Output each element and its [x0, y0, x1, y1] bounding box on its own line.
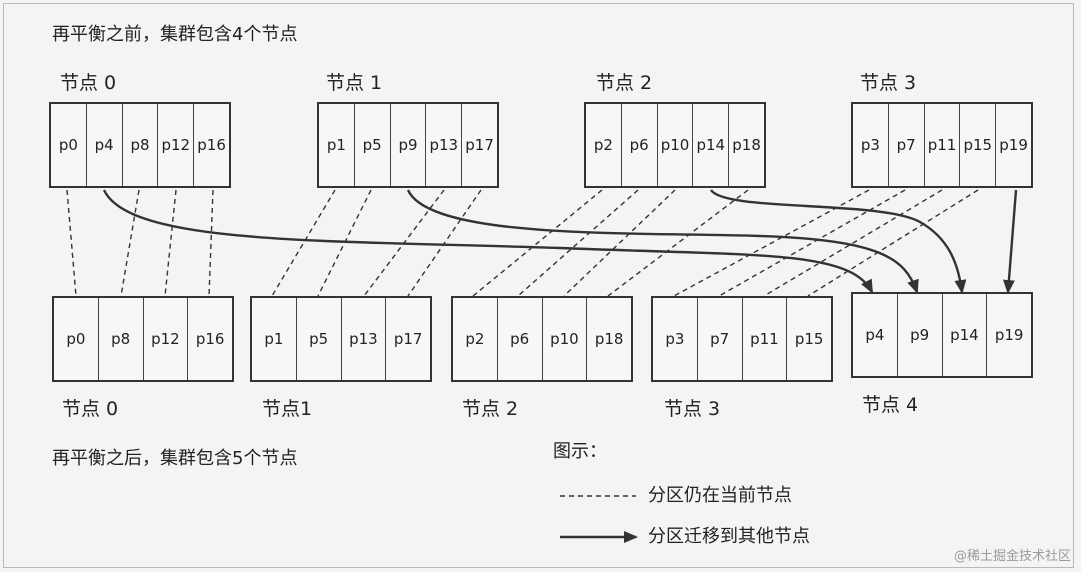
- partition-cell: p7: [698, 298, 743, 380]
- stay-line-p17: [407, 189, 482, 297]
- move-arrow-p9: [406, 189, 919, 294]
- partition-cell: p7: [889, 104, 925, 186]
- before-node-2-box: p2 p6 p10 p14 p18: [584, 102, 766, 188]
- partition-cell: p14: [693, 104, 730, 186]
- legend-title: 图示：: [553, 441, 607, 462]
- stay-line-p8: [120, 189, 140, 297]
- partition-cell: p19: [999, 136, 1028, 154]
- after-node-4-box: p4 p9 p14 p19: [851, 292, 1033, 378]
- stay-line-p5: [317, 189, 372, 297]
- partition-cell: p2: [453, 298, 498, 380]
- partition-cell: p1: [319, 104, 355, 186]
- partition-cell: p17: [393, 330, 423, 348]
- after-node-3-label: 节点 3: [664, 398, 721, 420]
- partition-cell: p15: [960, 104, 997, 186]
- partition-cell: p8: [123, 104, 159, 186]
- before-node-0-box: p0 p4 p8 p12 p16: [49, 102, 231, 188]
- after-node-2-label: 节点 2: [462, 398, 519, 420]
- legend-arrow-label: 分区迁移到其他节点: [648, 526, 810, 547]
- partition-cell: p6: [622, 104, 658, 186]
- partition-cell: p5: [297, 298, 342, 380]
- stay-line-p15: [807, 189, 979, 297]
- caption-before: 再平衡之前，集群包含4个节点: [52, 24, 298, 45]
- partition-cell: p9: [898, 294, 943, 376]
- partition-cell: p11: [925, 104, 961, 186]
- partition-cell: p5: [355, 104, 391, 186]
- partition-cell: p10: [658, 104, 694, 186]
- stay-line-p16: [208, 189, 214, 297]
- diagram-frame: [3, 3, 1074, 568]
- stay-line-p0: [66, 189, 77, 297]
- stay-line-p10: [563, 189, 676, 297]
- stay-line-p12: [164, 189, 177, 297]
- partition-cell: p0: [54, 298, 99, 380]
- after-node-2-box: p2 p6 p10 p18: [451, 296, 633, 382]
- legend-dashed-label: 分区仍在当前节点: [648, 485, 792, 506]
- watermark: @稀土掘金技术社区: [953, 549, 1071, 564]
- partition-cell: p0: [51, 104, 87, 186]
- partition-cell: p13: [342, 298, 387, 380]
- after-node-0-box: p0 p8 p12 p16: [52, 296, 234, 382]
- after-node-0-label: 节点 0: [62, 398, 119, 420]
- partition-cell: p16: [197, 136, 226, 154]
- before-node-1-box: p1 p5 p9 p13 p17: [317, 102, 499, 188]
- before-node-0-label: 节点 0: [60, 72, 117, 94]
- partition-cell: p11: [743, 298, 788, 380]
- partition-cell: p3: [653, 298, 698, 380]
- partition-cell: p9: [391, 104, 427, 186]
- partition-cell: p4: [853, 294, 898, 376]
- partition-cell: p16: [195, 330, 225, 348]
- partition-cell: p4: [87, 104, 123, 186]
- stay-line-p11: [763, 189, 943, 297]
- partition-cell: p3: [853, 104, 889, 186]
- partition-cell: p12: [158, 104, 195, 186]
- before-node-1-label: 节点 1: [326, 72, 383, 94]
- partition-cell: p2: [586, 104, 622, 186]
- partition-cell: p12: [144, 298, 189, 380]
- partition-cell: p14: [943, 294, 988, 376]
- partition-cell: p18: [594, 330, 624, 348]
- move-arrow-p19: [1002, 189, 1018, 294]
- partition-cell: p10: [543, 298, 588, 380]
- move-arrow-p14: [709, 189, 967, 294]
- after-node-1-box: p1 p5 p13 p17: [250, 296, 432, 382]
- stay-line-p18: [607, 189, 749, 297]
- stay-line-p1: [271, 189, 336, 297]
- move-arrow-p4: [102, 189, 874, 294]
- caption-after: 再平衡之后，集群包含5个节点: [52, 448, 298, 469]
- stay-line-p2: [472, 189, 603, 297]
- before-node-3-label: 节点 3: [860, 72, 917, 94]
- partition-cell: p6: [498, 298, 543, 380]
- partition-cell: p1: [252, 298, 297, 380]
- partition-cell: p13: [426, 104, 463, 186]
- partition-cell: p8: [99, 298, 144, 380]
- partition-cell: p18: [732, 136, 761, 154]
- partition-cell: p19: [994, 326, 1024, 344]
- before-node-2-label: 节点 2: [596, 72, 653, 94]
- before-node-3-box: p3 p7 p11 p15 p19: [851, 102, 1033, 188]
- partition-cell: p15: [794, 330, 824, 348]
- partition-cell: p17: [465, 136, 494, 154]
- after-node-3-box: p3 p7 p11 p15: [651, 296, 833, 382]
- after-node-1-label: 节点1: [262, 398, 313, 420]
- after-node-4-label: 节点 4: [862, 394, 919, 416]
